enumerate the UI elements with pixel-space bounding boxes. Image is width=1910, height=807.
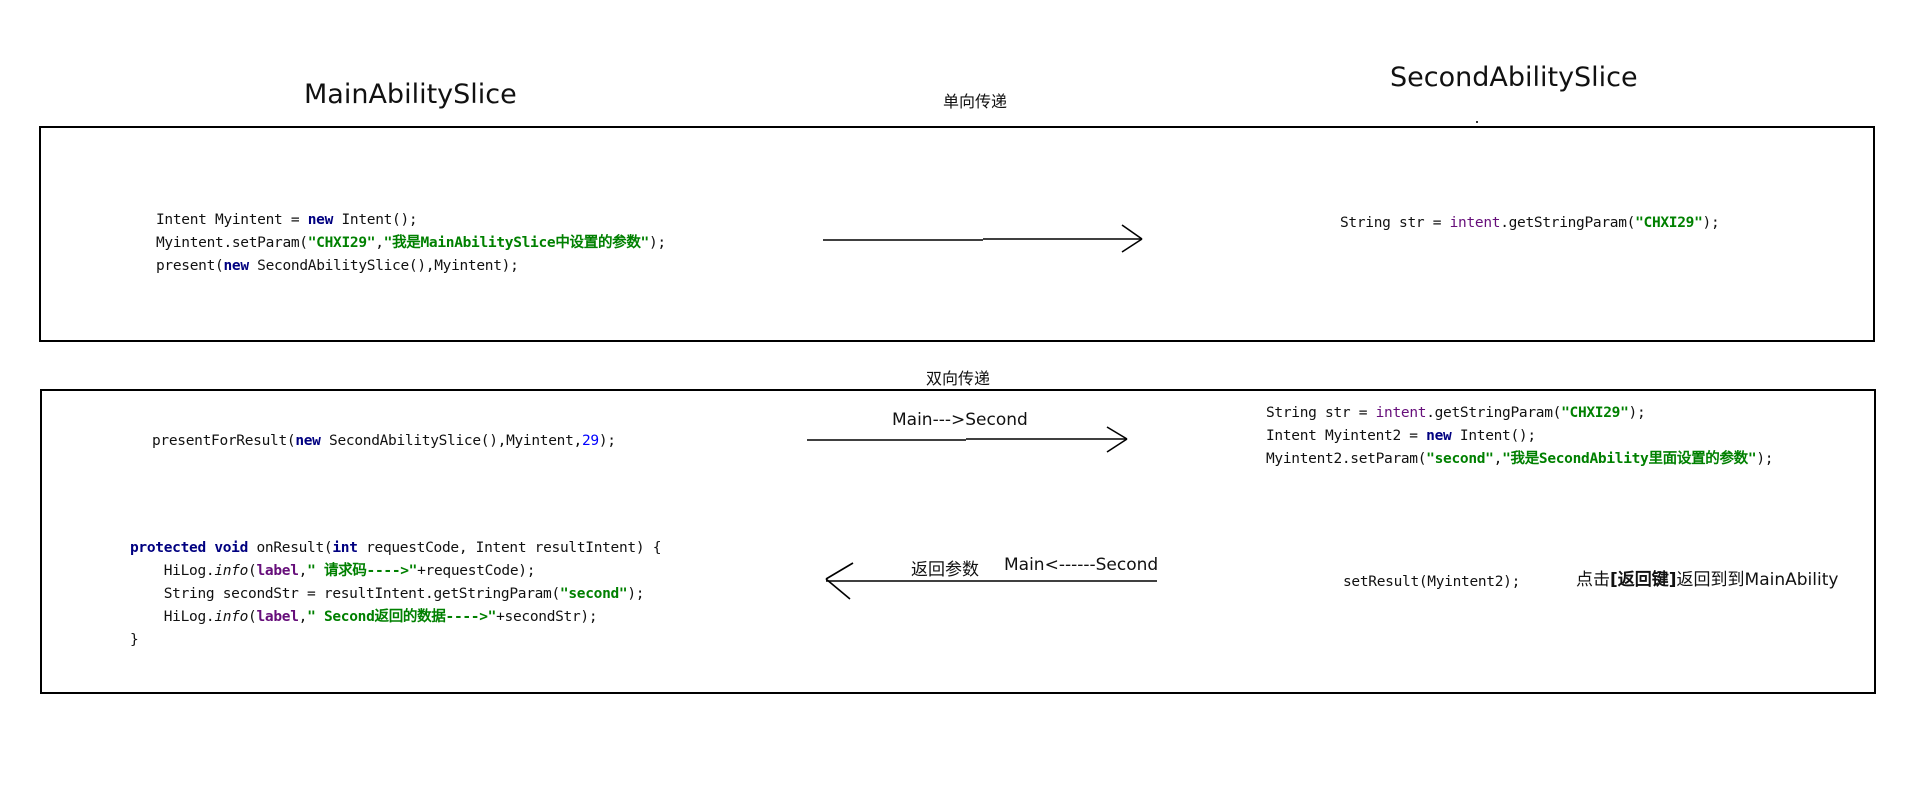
one-way-second-code: String str = intent.getStringParam("CHXI… — [1340, 215, 1720, 231]
one-way-caption: 单向传递 — [943, 92, 1008, 111]
one-way-panel — [39, 126, 1875, 342]
second-ability-slice-title: SecondAbilitySlice — [1390, 62, 1638, 93]
code-line: String str = intent.getStringParam("CHXI… — [1266, 405, 1646, 421]
code-line: String secondStr = resultIntent.getStrin… — [130, 586, 645, 602]
code-line: protected void onResult(int requestCode,… — [130, 540, 662, 556]
code-line: HiLog.info(label," Second返回的数据---->"+sec… — [130, 609, 598, 625]
return-arrow — [825, 562, 1157, 600]
on-result-code: protected void onResult(int requestCode,… — [130, 537, 661, 652]
code-line: present(new SecondAbilitySlice(),Myinten… — [156, 258, 519, 274]
code-line: Myintent2.setParam("second","我是SecondAbi… — [1266, 451, 1774, 467]
two-way-panel — [40, 389, 1876, 694]
code-line: Myintent.setParam("CHXI29","我是MainAbilit… — [156, 235, 666, 251]
return-arrow-label: Main<------Second — [1004, 555, 1159, 575]
forward-arrow — [807, 426, 1128, 453]
one-way-main-code: Intent Myintent = new Intent(); Myintent.… — [156, 209, 666, 278]
back-key-note: 点击[返回键]返回到到MainAbility — [1576, 570, 1839, 590]
present-for-result-code: presentForResult(new SecondAbilitySlice(… — [152, 433, 616, 449]
code-line: } — [130, 632, 139, 648]
code-line: HiLog.info(label," 请求码---->"+requestCode… — [130, 563, 536, 579]
one-way-arrow — [823, 224, 1143, 253]
set-result-code: setResult(Myintent2); — [1343, 574, 1521, 590]
code-line: Intent Myintent = new Intent(); — [156, 212, 418, 228]
forward-arrow-label: Main--->Second — [892, 410, 1028, 430]
stray-dot — [1476, 121, 1478, 123]
main-ability-slice-title: MainAbilitySlice — [304, 79, 517, 110]
code-line: Intent Myintent2 = new Intent(); — [1266, 428, 1536, 444]
two-way-caption: 双向传递 — [926, 369, 991, 388]
return-params-label: 返回参数 — [911, 560, 979, 580]
two-way-second-code: String str = intent.getStringParam("CHXI… — [1266, 402, 1773, 471]
